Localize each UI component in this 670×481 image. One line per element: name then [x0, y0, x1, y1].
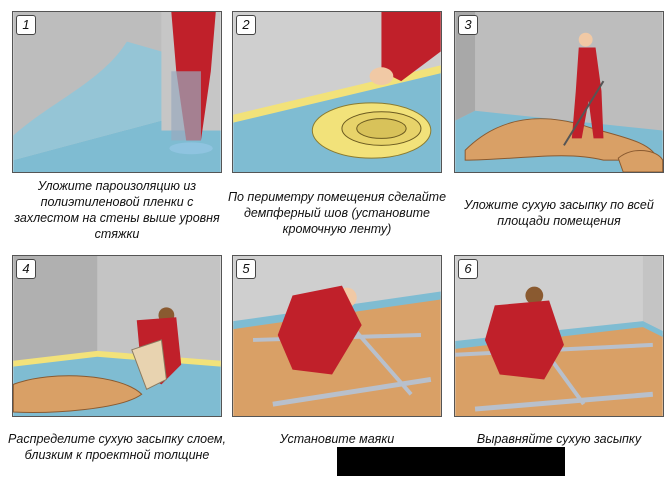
step-number: 5	[236, 259, 256, 279]
step-3-caption: Уложите сухую засыпку по всей площади по…	[464, 198, 654, 228]
step-number: 2	[236, 15, 256, 35]
step-6-illustration: 6	[454, 255, 664, 417]
step-2-caption: По периметру помещения сделайте демпферн…	[227, 190, 447, 236]
step-4-illustration: 4	[12, 255, 222, 417]
step-number: 1	[16, 15, 36, 35]
redacted-block	[337, 447, 565, 476]
step-5-illustration: 5	[232, 255, 442, 417]
step-1-illustration: 1	[12, 11, 222, 173]
step-5-caption: Установите маяки	[279, 432, 395, 446]
step-number: 4	[16, 259, 36, 279]
step-number: 6	[458, 259, 478, 279]
step-3-illustration: 3	[454, 11, 664, 173]
step-1-caption: Уложите пароизоляцию из полиэтиленовой п…	[14, 179, 220, 241]
step-2-illustration: 2	[232, 11, 442, 173]
step-6-caption: Выравняйте сухую засыпку	[476, 432, 642, 446]
step-4-caption: Распределите сухую засыпку слоем, близки…	[8, 432, 226, 462]
step-number: 3	[458, 15, 478, 35]
